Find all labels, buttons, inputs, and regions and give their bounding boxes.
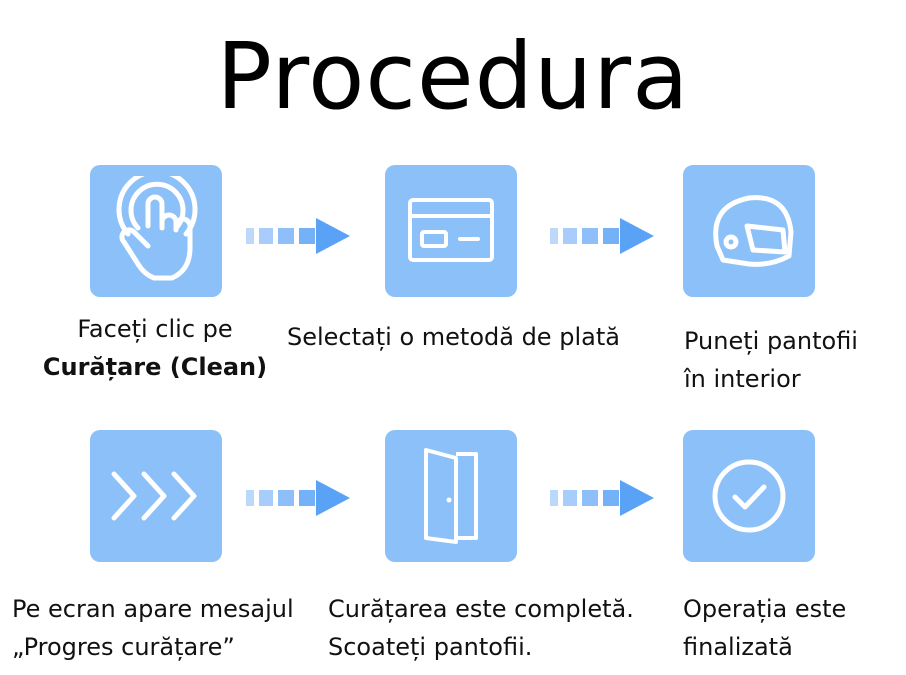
arrow-2-3: [550, 218, 654, 254]
step-3-tile: [683, 165, 815, 297]
step-2-label: Selectați o metodă de plată: [287, 318, 620, 356]
step-1-line-2: Curățare (Clean): [42, 353, 268, 381]
step-6-line-2: finalizată: [683, 633, 793, 661]
step-1-tile: [90, 165, 222, 297]
progress-chevrons-icon: [111, 471, 197, 521]
step-5-line-2: Scoateți pantofii.: [328, 633, 533, 661]
arrow-4-5: [246, 480, 350, 516]
door-icon: [424, 448, 478, 544]
step-4-line-2: „Progres curățare”: [12, 633, 235, 661]
step-5-tile: [385, 430, 517, 562]
step-4-line-1: Pe ecran apare mesajul: [12, 595, 294, 623]
step-3-line-2: în interior: [684, 365, 801, 393]
step-4-tile: [90, 430, 222, 562]
step-4-label: Pe ecran apare mesajul „Progres curățare…: [12, 590, 294, 666]
payment-card-icon: [408, 198, 494, 262]
step-2-tile: [385, 165, 517, 297]
step-6-line-1: Operația este: [683, 595, 847, 623]
step-6-label: Operația este finalizată: [683, 590, 846, 666]
step-5-line-1: Curățarea este completă.: [328, 595, 634, 623]
step-1-line-1: Faceți clic pe: [77, 315, 233, 343]
step-2-line-1: Selectați o metodă de plată: [287, 323, 620, 351]
arrow-1-2: [246, 218, 350, 254]
helmet-icon: [713, 195, 794, 267]
step-1-label: Faceți clic pe Curățare (Clean): [30, 310, 280, 386]
step-3-line-1: Puneți pantofii: [684, 327, 858, 355]
page-title: Procedura: [216, 23, 690, 130]
arrow-5-6: [550, 480, 654, 516]
step-5-label: Curățarea este completă. Scoateți pantof…: [328, 590, 634, 666]
tap-hand-icon: [116, 176, 198, 281]
step-6-tile: [683, 430, 815, 562]
check-circle-icon: [712, 459, 786, 533]
step-3-label: Puneți pantofii în interior: [684, 322, 858, 398]
